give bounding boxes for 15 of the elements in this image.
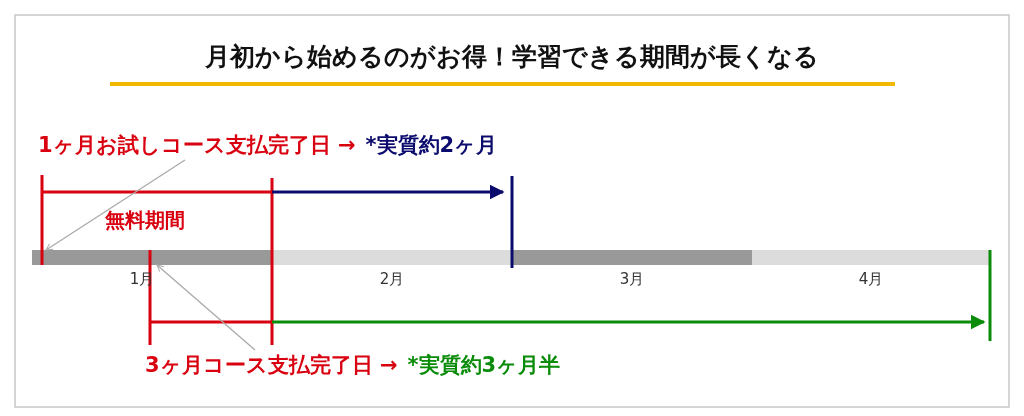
timeline-segment [512, 250, 752, 265]
timeline-segment [32, 250, 272, 265]
timeline-note: *実質約3ヶ月半 [407, 353, 561, 377]
month-label: 4月 [857, 270, 885, 289]
leader-line [156, 264, 256, 351]
month-label: 3月 [618, 270, 646, 289]
diagram-title: 月初から始めるのがお得！学習できる期間が長くなる [204, 41, 820, 73]
month-label: 2月 [378, 270, 406, 289]
timeline-note: *実質約2ヶ月 [365, 133, 498, 157]
timeline-note: 1ヶ月お試しコース支払完了日 → [38, 133, 356, 157]
timeline-note: 3ヶ月コース支払完了日 → [145, 353, 398, 377]
leader-line [45, 159, 186, 251]
timeline-segment [272, 250, 512, 265]
timeline-segment [752, 250, 990, 265]
period-label: 無料期間 [105, 207, 185, 234]
